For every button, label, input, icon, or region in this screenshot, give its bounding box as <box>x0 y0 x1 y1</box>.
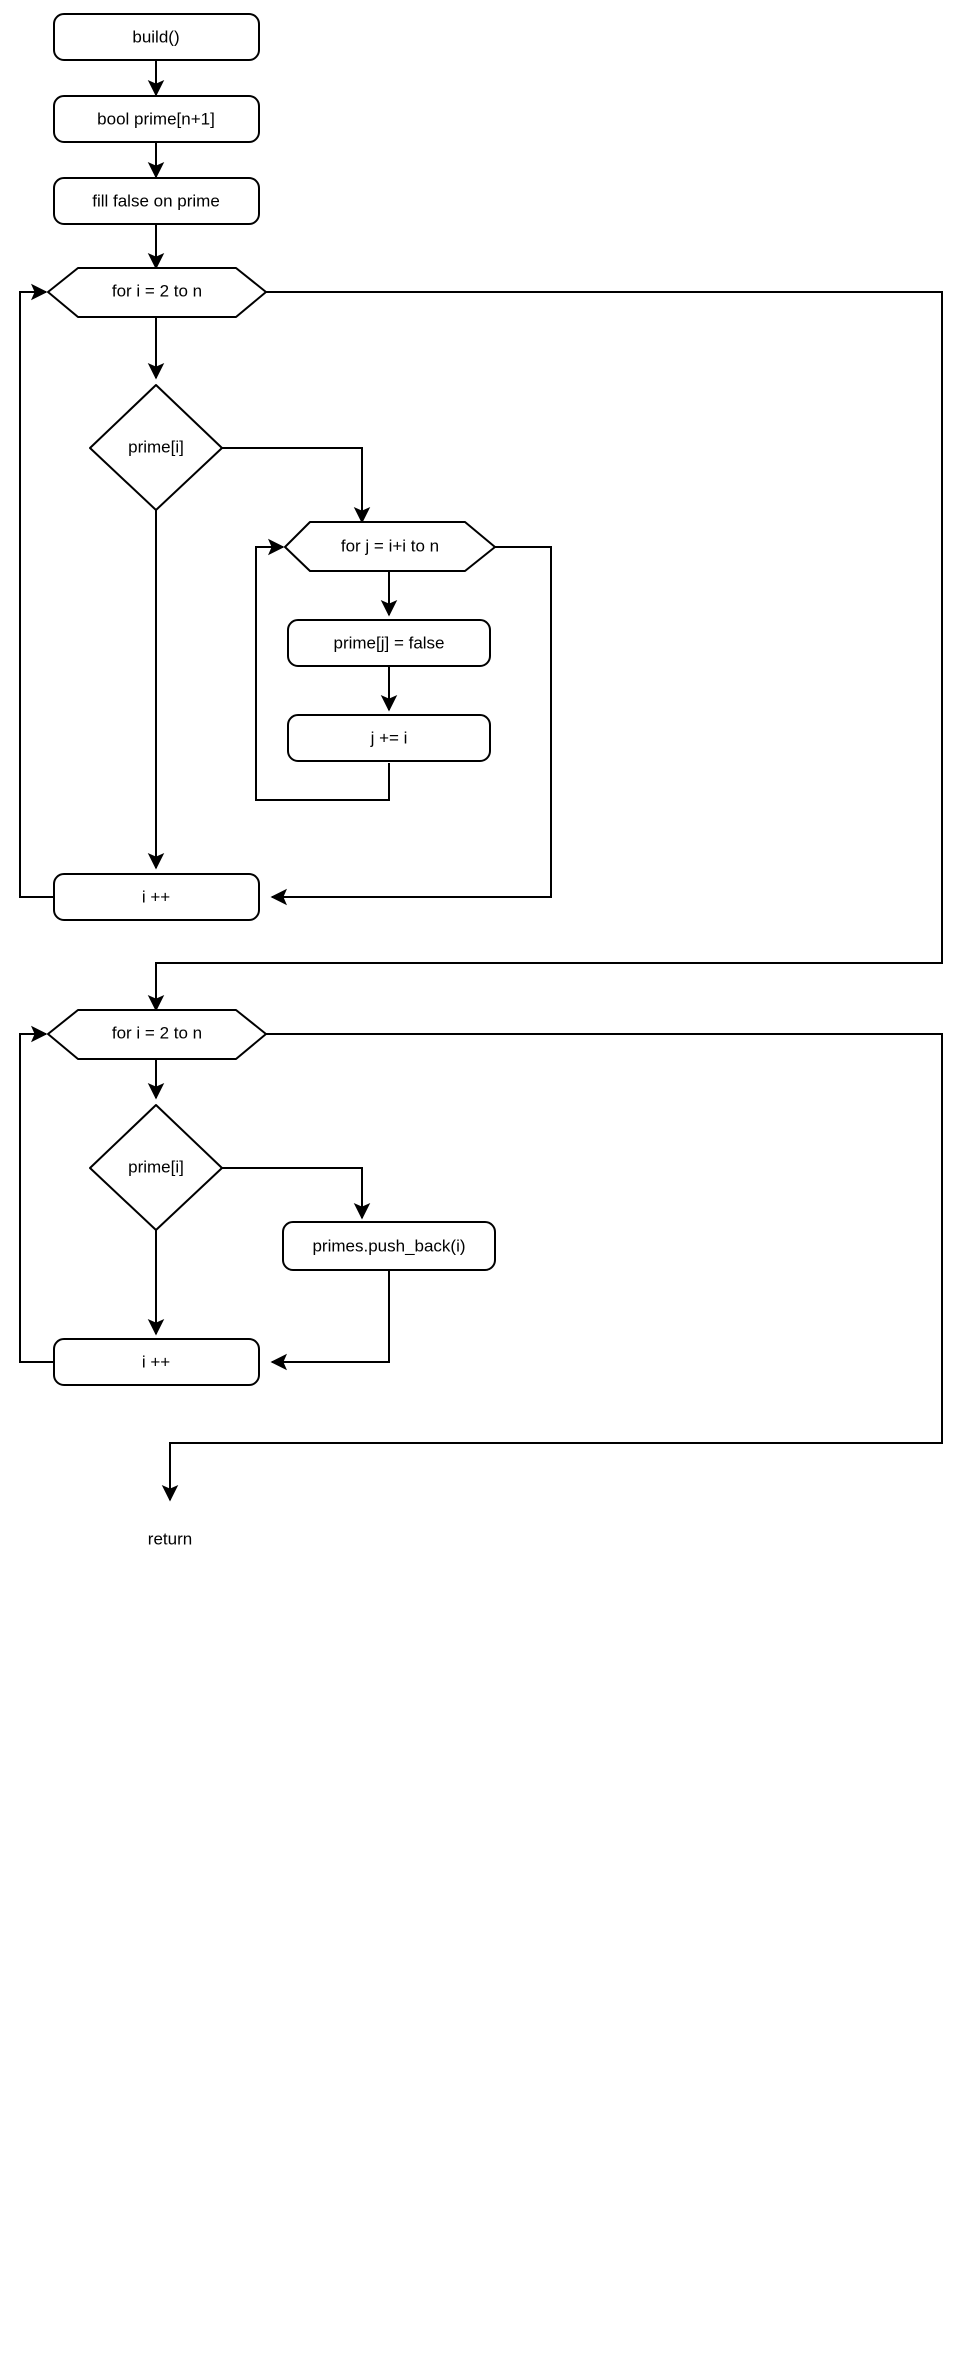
node-i-inc-2-label: i ++ <box>142 1352 170 1371</box>
node-for-j: for j = i+i to n <box>284 521 496 572</box>
node-for-i-1: for i = 2 to n <box>47 267 267 318</box>
node-for-j-label: for j = i+i to n <box>341 536 439 555</box>
node-fill: fill false on prime <box>53 177 260 225</box>
node-prime-i-1-shape <box>89 384 223 511</box>
node-j-inc-label: j += i <box>370 728 408 747</box>
node-for-i-2-label: for i = 2 to n <box>112 1023 202 1042</box>
node-j-inc: j += i <box>287 714 491 762</box>
edge-i-inc-1-loopback-to-for-i-1 <box>19 283 55 898</box>
edge-for-i-1-exit-to-for-i-2 <box>147 291 943 1012</box>
node-build-label: build() <box>132 27 179 46</box>
edge-push-back-to-i-inc-2 <box>270 1270 390 1371</box>
node-build: build() <box>53 13 260 61</box>
node-for-j-shape <box>284 521 496 572</box>
edge-prime-i-2-true-to-push-back <box>222 1167 371 1220</box>
node-push-back-label: primes.push_back(i) <box>312 1236 465 1255</box>
node-declare: bool prime[n+1] <box>53 95 260 143</box>
node-for-i-1-shape <box>47 267 267 318</box>
node-for-i-2-shape <box>47 1009 267 1060</box>
edge-prime-i-1-true-to-for-j <box>222 447 371 524</box>
edge-for-i-2-exit-to-return <box>161 1033 943 1502</box>
node-prime-j-shape <box>287 619 491 667</box>
node-fill-label: fill false on prime <box>92 191 220 210</box>
node-i-inc-2-shape <box>53 1338 260 1386</box>
node-prime-j: prime[j] = false <box>287 619 491 667</box>
node-for-i-1-label: for i = 2 to n <box>112 281 202 300</box>
node-push-back: primes.push_back(i) <box>282 1221 496 1271</box>
node-for-i-2: for i = 2 to n <box>47 1009 267 1060</box>
node-return: return <box>148 1529 192 1548</box>
node-push-back-shape <box>282 1221 496 1271</box>
edge-for-j-exit-to-i-inc-1 <box>270 546 552 906</box>
edge-j-inc-loopback-to-for-j <box>255 538 390 801</box>
node-prime-i-2-shape <box>89 1104 223 1231</box>
node-declare-shape <box>53 95 260 143</box>
node-return-label: return <box>148 1529 192 1548</box>
node-declare-label: bool prime[n+1] <box>97 109 215 128</box>
node-prime-i-2: prime[i] <box>89 1104 223 1231</box>
node-i-inc-1: i ++ <box>53 873 260 921</box>
node-prime-i-2-label: prime[i] <box>128 1157 184 1176</box>
node-i-inc-2: i ++ <box>53 1338 260 1386</box>
node-prime-i-1-label: prime[i] <box>128 437 184 456</box>
node-fill-shape <box>53 177 260 225</box>
node-build-shape <box>53 13 260 61</box>
node-i-inc-1-label: i ++ <box>142 887 170 906</box>
edge-i-inc-2-loopback-to-for-i-2 <box>19 1025 55 1363</box>
node-prime-j-label: prime[j] = false <box>333 633 444 652</box>
node-j-inc-shape <box>287 714 491 762</box>
node-i-inc-1-shape <box>53 873 260 921</box>
node-prime-i-1: prime[i] <box>89 384 223 511</box>
